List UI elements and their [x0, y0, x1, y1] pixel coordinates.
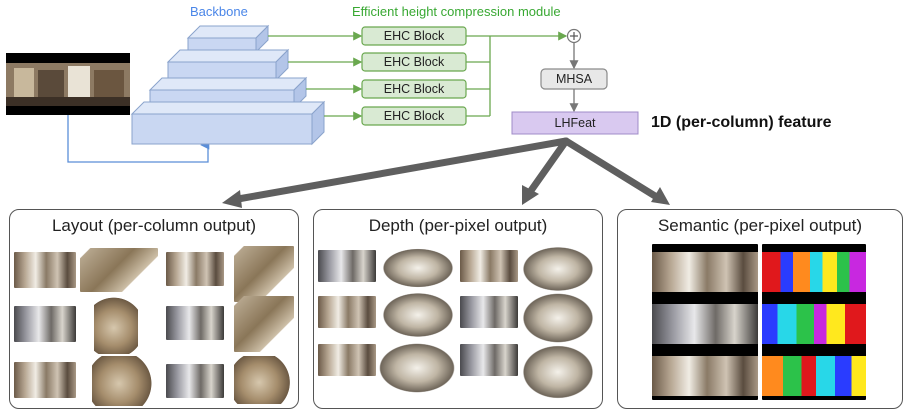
feature-1d-label: 1D (per-column) feature — [651, 114, 832, 131]
semantic-panel-title: Semantic (per-pixel output) — [657, 216, 863, 235]
backbone-to-ehc-arrows — [268, 31, 363, 121]
layout-thumb-9 — [14, 362, 76, 398]
depth-thumb-3 — [460, 250, 518, 282]
layout-thumb-8 — [234, 296, 294, 352]
layout-thumb-4 — [234, 246, 294, 302]
depth-thumb-4 — [518, 244, 598, 294]
depth-thumb-10 — [374, 340, 460, 396]
input-panorama — [6, 53, 130, 115]
input-to-backbone-arrow — [67, 115, 210, 163]
ehc-block-label-4: EHC Block — [383, 109, 445, 123]
depth-thumb-12 — [518, 342, 598, 402]
layout-thumb-12 — [234, 356, 290, 404]
ehc-module-label: Efficient height compression module — [352, 4, 561, 19]
semantic-image-column — [652, 244, 758, 400]
lhfeat-label: LHFeat — [554, 116, 596, 130]
layout-thumb-11 — [166, 364, 224, 398]
layout-panel: Layout (per-column output) — [9, 209, 299, 409]
semantic-rgb-2 — [652, 304, 758, 344]
mhsa-label: MHSA — [555, 72, 593, 86]
semantic-label-column — [762, 244, 866, 400]
depth-thumb-6 — [378, 290, 458, 340]
depth-thumb-11 — [460, 344, 518, 376]
depth-thumb-1 — [318, 250, 376, 282]
depth-thumb-8 — [518, 290, 598, 346]
depth-thumb-2 — [378, 246, 458, 290]
ehc-blocks — [361, 26, 467, 126]
depth-thumb-5 — [318, 296, 376, 328]
ehc-to-sum-lines — [466, 31, 568, 117]
ehc-block-label-3: EHC Block — [383, 82, 445, 96]
layout-thumb-6 — [94, 296, 138, 354]
lhfeat-box — [511, 111, 639, 135]
semantic-map-2 — [762, 304, 866, 344]
layout-thumb-3 — [166, 252, 224, 286]
semantic-panel: Semantic (per-pixel output) — [617, 209, 903, 409]
depth-thumb-7 — [460, 296, 518, 328]
depth-panel: Depth (per-pixel output) — [313, 209, 603, 409]
semantic-map-3 — [762, 356, 866, 396]
backbone-stack — [130, 24, 326, 146]
layout-thumb-1 — [14, 252, 76, 288]
semantic-rgb-3 — [652, 356, 758, 396]
layout-thumb-7 — [166, 306, 224, 340]
sum-node — [566, 28, 582, 44]
ehc-block-label-1: EHC Block — [383, 29, 445, 43]
layout-thumb-10 — [92, 356, 152, 406]
backbone-label: Backbone — [190, 4, 248, 19]
semantic-map-1 — [762, 252, 866, 292]
depth-panel-title: Depth (per-pixel output) — [368, 216, 548, 235]
semantic-rgb-1 — [652, 252, 758, 292]
depth-thumb-9 — [318, 344, 376, 376]
layout-panel-title: Layout (per-column output) — [51, 216, 257, 235]
layout-thumb-2 — [80, 248, 158, 292]
ehc-block-label-2: EHC Block — [383, 55, 445, 69]
output-arrows — [222, 137, 670, 208]
layout-thumb-5 — [14, 306, 76, 342]
